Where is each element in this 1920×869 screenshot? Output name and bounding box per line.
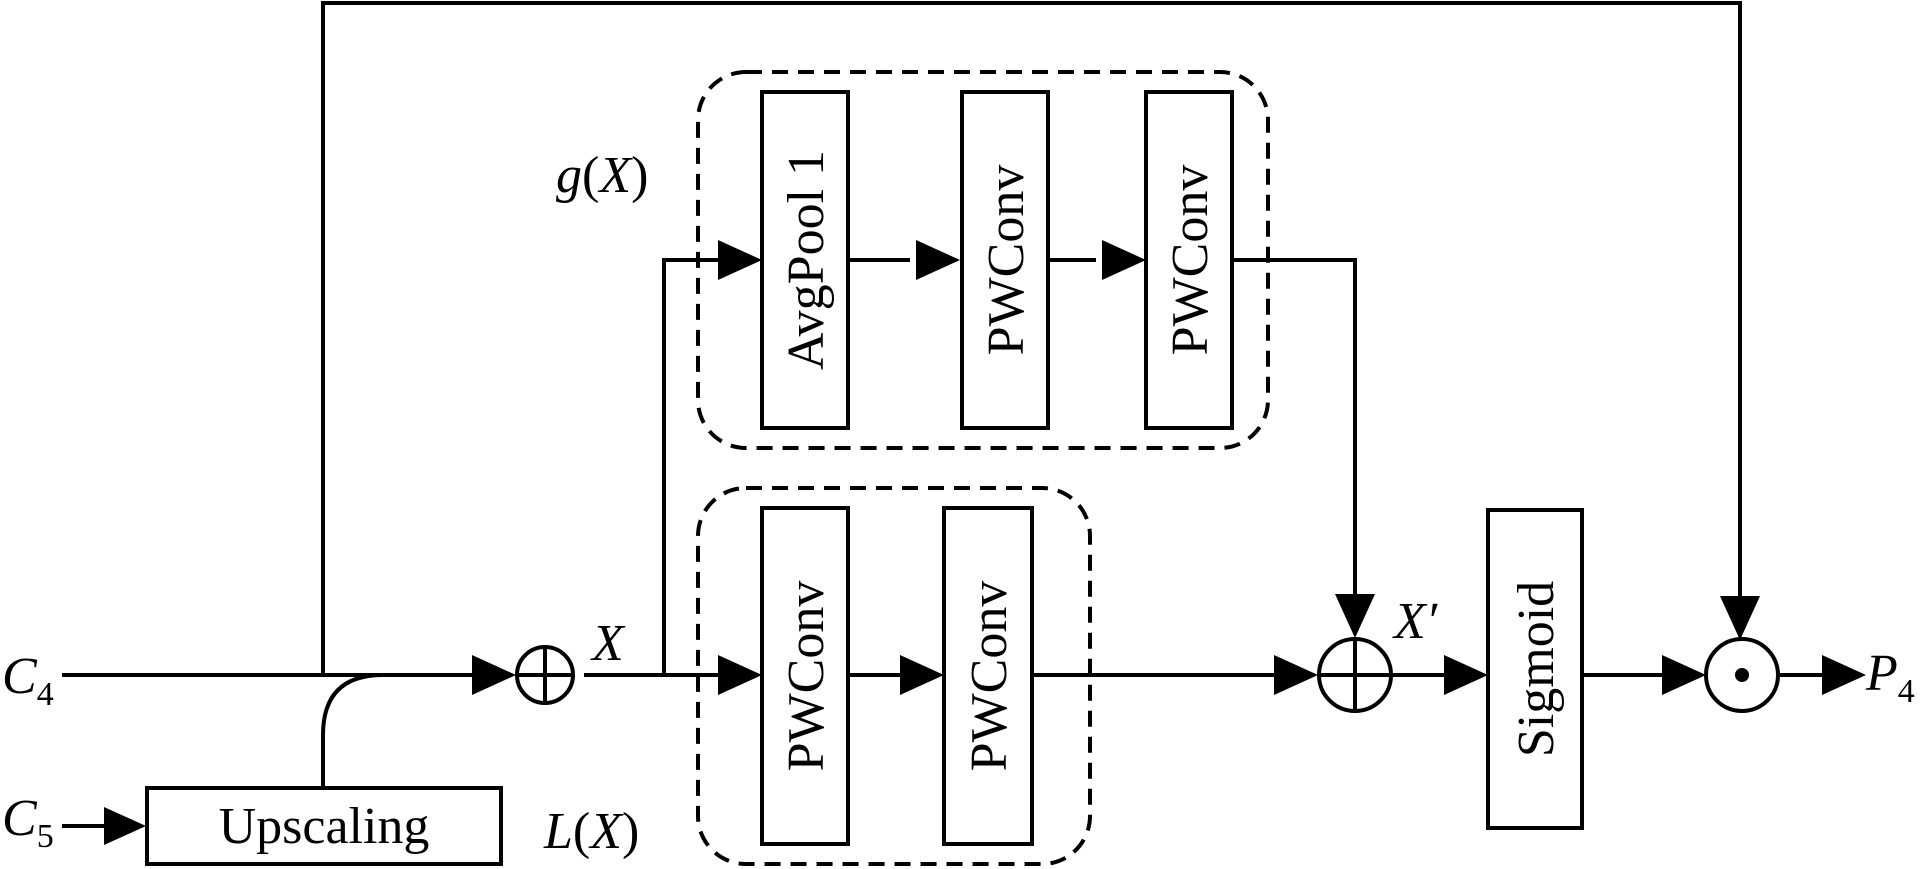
local-context-fn: L: [543, 803, 573, 860]
global-pwconv-1-label: PWConv: [978, 165, 1035, 356]
global-pwconv-1-block: PWConv: [960, 90, 1050, 430]
upscaling-output-line: [321, 673, 384, 788]
x-to-global-line: [662, 258, 720, 675]
p4-sub: 4: [1898, 673, 1915, 710]
global-pwconv-2-block: PWConv: [1144, 90, 1234, 430]
x-prime-label: X′: [1392, 593, 1439, 650]
local-context-arg: X: [588, 803, 624, 860]
arrowhead-global-pwconv-1: [916, 240, 960, 280]
c4-label: C4: [2, 648, 54, 713]
global-pwconv-2-label: PWConv: [1162, 165, 1219, 356]
add-operator-2: [1317, 637, 1393, 713]
skip-connection-line: [321, 1, 1742, 675]
upscaling-block: Upscaling: [145, 786, 503, 866]
arrowhead-global-pwconv-2: [1102, 240, 1146, 280]
arrowhead-multiply-left: [1662, 655, 1706, 695]
local-context-open: (: [573, 803, 590, 860]
arrowhead-c5: [104, 807, 146, 845]
arrowhead-output: [1822, 655, 1866, 695]
global-context-close: ): [631, 147, 648, 204]
avgpool-block: AvgPool 1: [760, 90, 850, 430]
arrowhead-sigmoid: [1444, 655, 1488, 695]
add-operator-1: [515, 645, 575, 705]
global-context-arg: X: [597, 147, 633, 204]
c5-sub: 5: [37, 818, 54, 855]
local-pwconv-1-block: PWConv: [760, 506, 850, 846]
p4-label: P4: [1865, 645, 1915, 710]
local-pwconv-2-block: PWConv: [942, 506, 1034, 846]
sigmoid-label: Sigmoid: [1508, 581, 1565, 757]
c4-sub: 4: [37, 676, 54, 713]
c4-main: C: [2, 648, 38, 705]
local-context-close: ): [622, 803, 639, 860]
arrowhead-add-1: [472, 655, 516, 695]
upscaling-label: Upscaling: [219, 798, 430, 855]
c5-label: C5: [2, 790, 54, 855]
c5-main: C: [2, 790, 38, 847]
multiply-operator: [1704, 637, 1780, 713]
local-pwconv-1-label: PWConv: [778, 581, 835, 772]
arrowhead-multiply-top: [1720, 596, 1760, 640]
global-context-open: (: [582, 147, 599, 204]
sigmoid-block: Sigmoid: [1486, 508, 1584, 830]
p4-main: P: [1865, 645, 1898, 702]
arrowhead-avgpool: [718, 240, 762, 280]
avgpool-label: AvgPool 1: [778, 150, 835, 370]
arrowhead-add-2-top: [1335, 594, 1375, 638]
global-output-line: [1232, 258, 1357, 608]
arrowhead-local-pwconv-2: [900, 655, 944, 695]
arrowhead-local-pwconv-1: [718, 655, 762, 695]
local-context-label: L(X): [543, 803, 639, 860]
arrowhead-add-2-left: [1274, 655, 1318, 695]
global-context-fn: g: [556, 147, 582, 204]
x-label: X: [590, 615, 626, 672]
local-pwconv-2-label: PWConv: [961, 581, 1018, 772]
global-context-label: g(X): [556, 147, 648, 204]
